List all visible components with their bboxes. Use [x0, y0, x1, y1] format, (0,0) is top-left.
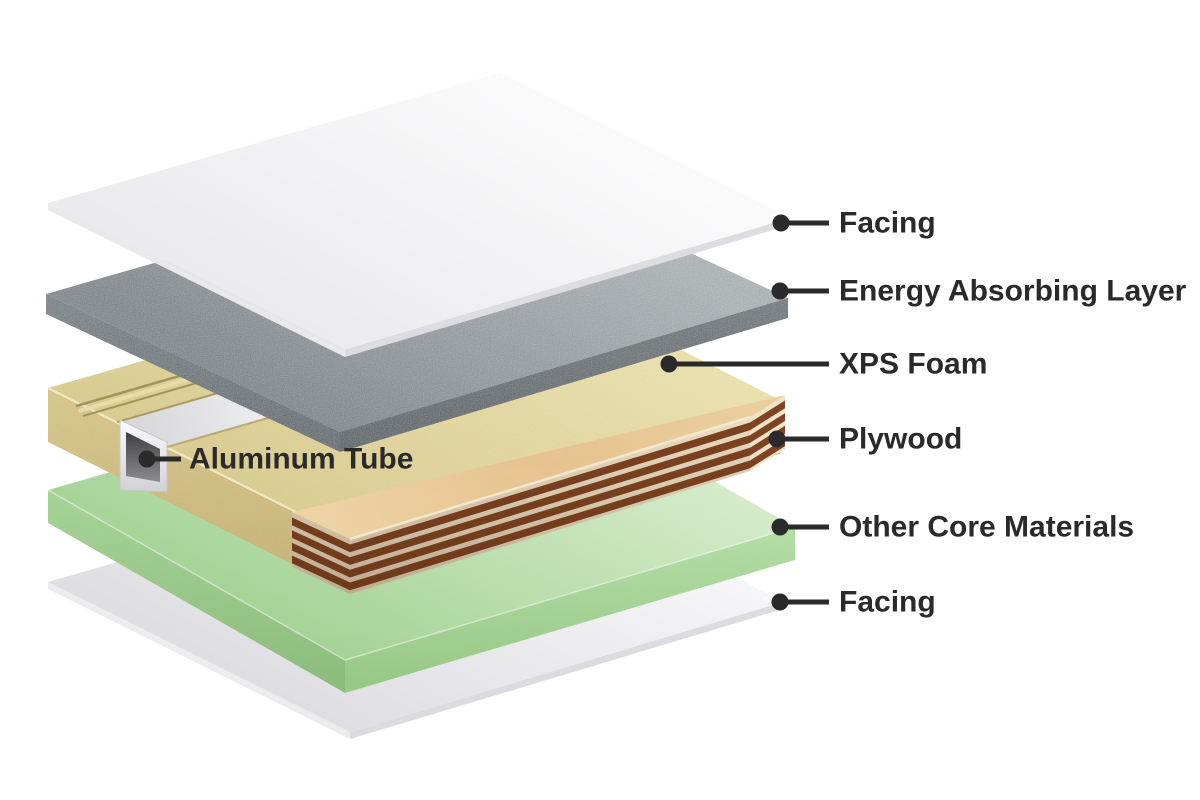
label-aluminum-tube: Aluminum Tube: [189, 443, 413, 476]
label-energy-absorbing: Energy Absorbing Layer: [839, 275, 1187, 308]
label-other-core: Other Core Materials: [839, 511, 1134, 544]
plywood-right-end: [750, 395, 785, 471]
other-core-edge-highlight: [344, 526, 796, 661]
facing-top-top-face: [48, 73, 790, 350]
callout-facing-top: Facing: [772, 207, 936, 240]
label-plywood: Plywood: [839, 423, 962, 456]
facing-bottom-left-edge: [48, 582, 350, 739]
plywood-stripe: [750, 400, 785, 431]
callout-aluminum-tube: Aluminum Tube: [138, 443, 413, 476]
facing-top-left-edge: [48, 203, 345, 357]
callout-xps-foam: XPS Foam: [660, 348, 987, 381]
label-facing-top: Facing: [839, 207, 936, 240]
facing-top-right-edge: [345, 218, 790, 357]
other-core-edge-highlight: [47, 489, 346, 661]
plywood-left-shade: [292, 512, 350, 594]
plywood-front-shade: [350, 417, 750, 594]
callout-plywood: Plywood: [768, 423, 962, 456]
callout-other-core: Other Core Materials: [771, 511, 1134, 544]
callout-facing-bottom: Facing: [771, 586, 936, 619]
facing-bottom-right-edge: [350, 602, 783, 739]
label-xps-foam: XPS Foam: [839, 348, 987, 381]
callout-energy-absorbing: Energy Absorbing Layer: [771, 275, 1187, 308]
plywood-stripe: [750, 413, 785, 443]
layer-facing-top: [48, 73, 790, 357]
plywood-edge-highlight: [349, 415, 751, 541]
label-facing-bottom: Facing: [839, 586, 936, 619]
